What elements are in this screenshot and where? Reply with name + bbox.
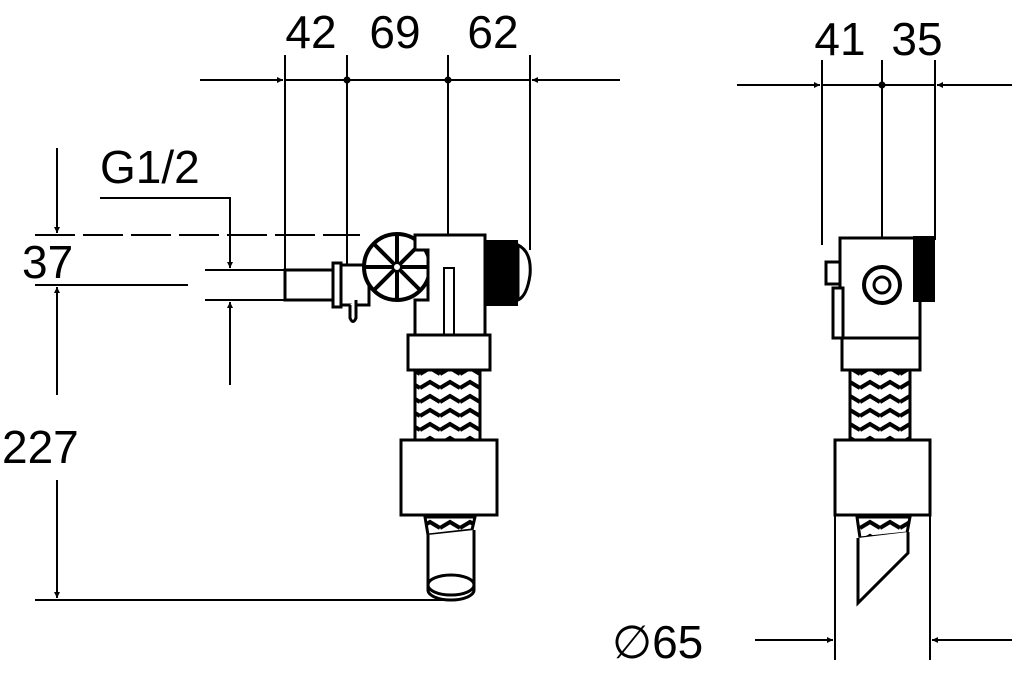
diameter-dimension: ∅65 [612, 515, 1012, 668]
dim-35: 35 [891, 13, 942, 65]
thread-label: G1/2 [100, 141, 200, 193]
dim-227: 227 [2, 421, 79, 473]
dim-42: 42 [285, 6, 336, 58]
top-dimension-left: 42 69 62 [200, 6, 620, 300]
valve-side-view [283, 232, 532, 602]
vertical-dimensions: 37 227 [2, 148, 445, 601]
dim-62: 62 [467, 6, 518, 58]
dim-diameter-65: ∅65 [612, 616, 703, 668]
thread-callout: G1/2 [100, 141, 285, 385]
dim-69: 69 [369, 6, 420, 58]
valve-front-view [824, 236, 935, 607]
dim-37: 37 [22, 236, 73, 288]
top-dimension-right: 41 35 [737, 13, 1012, 330]
dim-41: 41 [814, 13, 865, 65]
